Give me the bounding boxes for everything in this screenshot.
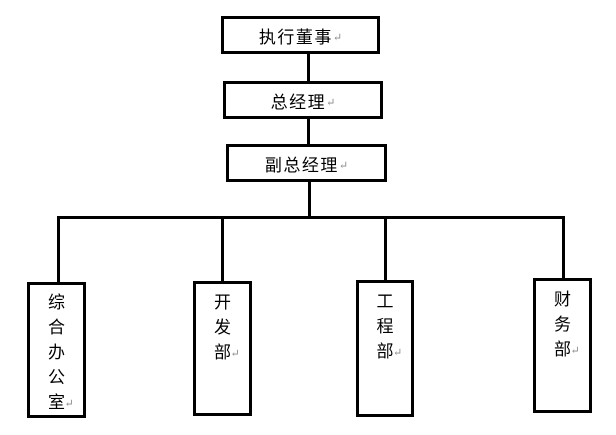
node-engineering-dept: 工程部 ↵ — [356, 280, 414, 417]
paragraph-return-icon: ↵ — [332, 30, 343, 44]
paragraph-return-icon: ↵ — [570, 344, 580, 357]
drop-to-finance-dept — [562, 216, 565, 279]
drop-to-engineering-dept — [384, 216, 387, 281]
paragraph-return-icon: ↵ — [326, 95, 336, 109]
connector-deputy-to-branch — [308, 181, 311, 219]
paragraph-return-icon: ↵ — [230, 347, 240, 360]
node-development-dept: 开发部 ↵ — [193, 281, 252, 416]
node-label: 工程部 — [376, 292, 394, 362]
node-label: 综合办公室 — [48, 293, 65, 413]
connector-executive-to-gm — [307, 53, 310, 82]
paragraph-return-icon: ↵ — [393, 346, 403, 359]
node-label: 财务部 — [554, 290, 571, 360]
node-label: 开发部 — [214, 293, 231, 363]
paragraph-return-icon: ↵ — [338, 158, 349, 172]
node-general-manager: 总经理↵ — [223, 81, 383, 119]
node-general-office: 综合办公室 ↵ — [27, 282, 86, 418]
node-label: 副总经理 — [264, 155, 339, 176]
node-label: 总经理 — [270, 92, 327, 113]
drop-to-general-office — [57, 216, 60, 283]
node-executive-director: 执行董事↵ — [221, 16, 380, 54]
branch-horizontal-line — [57, 216, 565, 219]
node-deputy-general-manager: 副总经理↵ — [226, 144, 387, 182]
drop-to-development-dept — [221, 216, 224, 282]
node-label: 执行董事 — [258, 27, 333, 48]
connector-gm-to-deputy — [307, 118, 310, 145]
paragraph-return-icon: ↵ — [64, 397, 74, 410]
node-finance-dept: 财务部 ↵ — [533, 278, 592, 413]
